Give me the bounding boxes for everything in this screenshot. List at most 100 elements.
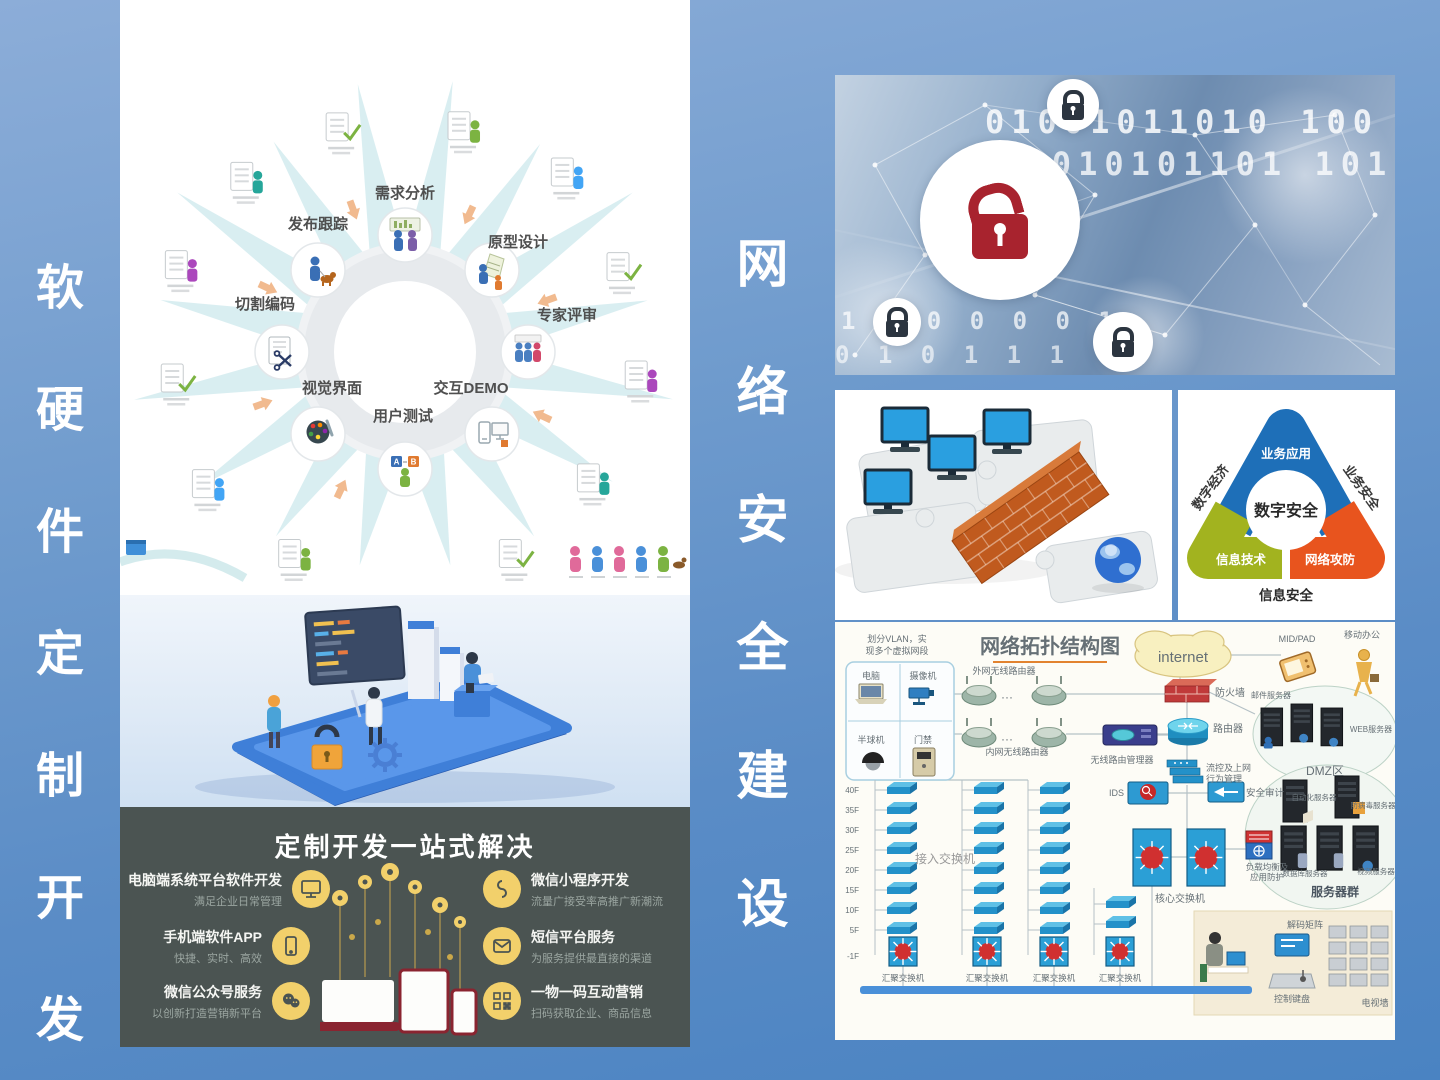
triangle-green-side <box>1187 501 1282 579</box>
smartphone-icon <box>272 927 310 965</box>
access-switch-label: 接入交换机 <box>915 851 975 866</box>
solution-title: 微信小程序开发 <box>531 871 629 888</box>
title-char: 定 <box>35 628 84 681</box>
solution-title: 手机端软件APP <box>163 928 262 945</box>
audit-icon <box>1207 781 1245 803</box>
network-topology-diagram: 网络拓扑结构图 划分VLAN，实 现多个虚拟网段 电脑 摄像机 半球机 门禁 外… <box>835 622 1410 1040</box>
dmz-servers <box>1260 703 1344 749</box>
triangle-center-circle <box>1246 470 1326 550</box>
vlan-note: 现多个虚拟网段 <box>865 645 928 656</box>
triangle-label: 信息技术 <box>1216 552 1267 567</box>
floor-label: 30F <box>845 826 859 835</box>
triangle-center-label: 数字安全 <box>1254 501 1319 520</box>
step-label: 切割编码 <box>235 295 295 313</box>
browser-window-icon <box>126 540 146 555</box>
device-tree-illustration <box>316 862 490 1042</box>
floor-label: 5F <box>850 926 859 935</box>
svg-text:B: B <box>411 458 417 467</box>
device-label: MID/PAD <box>1279 634 1316 644</box>
triangle-label: 信息安全 <box>1259 587 1313 603</box>
floor-label: 35F <box>845 806 859 815</box>
floor-label: 40F <box>845 786 859 795</box>
binary-text: 0 1 0 1 1 1 <box>835 341 1071 369</box>
firewall-brick-wall <box>951 440 1110 585</box>
mobile-office-person <box>1353 649 1379 697</box>
solution-title: 电脑端系统平台软件开发 <box>128 871 282 888</box>
floor-label: 25F <box>845 846 859 855</box>
title-char: 硬 <box>35 384 84 437</box>
person-figure <box>368 687 380 699</box>
sms-icon <box>483 927 521 965</box>
globe-icon <box>1095 537 1141 583</box>
title-char: 安 <box>736 492 789 550</box>
device-label: 门禁 <box>914 734 932 745</box>
internet-label: internet <box>1158 649 1209 666</box>
device-label: 汇聚交换机 <box>1099 973 1142 983</box>
step-label: 专家评审 <box>537 306 597 324</box>
qrcode-icon <box>483 982 521 1020</box>
triangle-orange-side <box>1290 501 1385 579</box>
tablet-shape <box>398 968 450 1034</box>
server-label: 邮件服务器 <box>1251 690 1291 700</box>
step-demo-icon <box>464 406 520 462</box>
device-label: 摄像机 <box>909 670 936 681</box>
device-label: 安全审计 <box>1246 787 1285 799</box>
right-section-title: 网 络 安 全 建 设 <box>690 222 835 937</box>
title-char: 网 <box>736 236 789 294</box>
device-label: 汇聚交换机 <box>882 973 925 983</box>
server-label: WEB服务器 <box>1350 724 1392 734</box>
laptop-shape <box>322 980 394 1022</box>
title-char: 建 <box>736 748 789 806</box>
firewall-icon <box>1164 679 1217 703</box>
solution-item: 电脑端系统平台软件开发 满足企业日常管理 <box>128 867 330 911</box>
device-label: 半球机 <box>857 734 884 745</box>
open-padlock-icon <box>920 140 1080 300</box>
step-label: 发布跟踪 <box>287 215 348 233</box>
behavior-mgmt-icon <box>1166 759 1204 784</box>
step-visual-icon <box>290 406 346 462</box>
camera-icon <box>908 687 930 699</box>
internet-cloud <box>1134 630 1232 678</box>
vlan-note: 划分VLAN，实 <box>867 633 927 644</box>
device-label: 汇聚交换机 <box>1033 973 1076 983</box>
step-testing-icon: A B <box>377 441 433 497</box>
padlock-icon <box>1047 79 1099 131</box>
pda-icon <box>1279 651 1317 683</box>
step-label: 原型设计 <box>488 233 548 251</box>
device-label: 控制键盘 <box>1274 993 1310 1004</box>
solution-subtitle: 扫码获取企业、商品信息 <box>531 1007 652 1020</box>
ellipsis: ··· <box>1001 732 1013 746</box>
device-label: IDS <box>1109 788 1124 798</box>
solution-title: 短信平台服务 <box>531 928 615 945</box>
wechat-icon <box>272 982 310 1020</box>
solution-item: 一物一码互动营销 扫码获取企业、商品信息 <box>483 979 683 1023</box>
teal-swoosh <box>120 549 248 582</box>
floor-label: 20F <box>845 866 859 875</box>
digital-security-diagram: 业务应用 信息技术 网络攻防 数字经济 业务安全 信息安全 数字安全 <box>1178 390 1395 620</box>
device-label: 防火墙 <box>1215 686 1245 699</box>
dev-team-illustration <box>120 595 690 807</box>
topology-title: 网络拓扑结构图 <box>980 634 1120 658</box>
backbone-bar <box>860 986 1252 994</box>
step-release-icon <box>290 242 346 298</box>
load-balancer-icon <box>1245 830 1273 860</box>
title-char: 件 <box>35 506 84 559</box>
process-ring <box>304 251 506 453</box>
step-review-icon <box>500 324 556 380</box>
cluster-servers <box>1280 775 1379 872</box>
triangle-label: 业务应用 <box>1261 446 1311 461</box>
ids-icon <box>1127 781 1169 805</box>
device-label: 外网无线路由器 <box>972 665 1035 676</box>
step-label: 交互DEMO <box>433 379 508 397</box>
solutions-section: 定制开发一站式解决 电脑端系统平台软件开发 满足企业日常管理 手机端软件APP … <box>120 807 690 1047</box>
step-requirements-icon <box>377 207 433 263</box>
wireless-router-icons <box>961 676 1067 748</box>
ui-process-diagram: A B <box>120 0 690 595</box>
step-prototype-icon <box>464 242 520 298</box>
dmz-label: DMZ区 <box>1306 764 1344 778</box>
monitor-icon <box>292 870 330 908</box>
device-label: 解码矩阵 <box>1287 919 1323 930</box>
svg-text:A: A <box>394 458 400 467</box>
server-label: 视频服务器 <box>1357 866 1395 876</box>
floor-label: 10F <box>845 906 859 915</box>
